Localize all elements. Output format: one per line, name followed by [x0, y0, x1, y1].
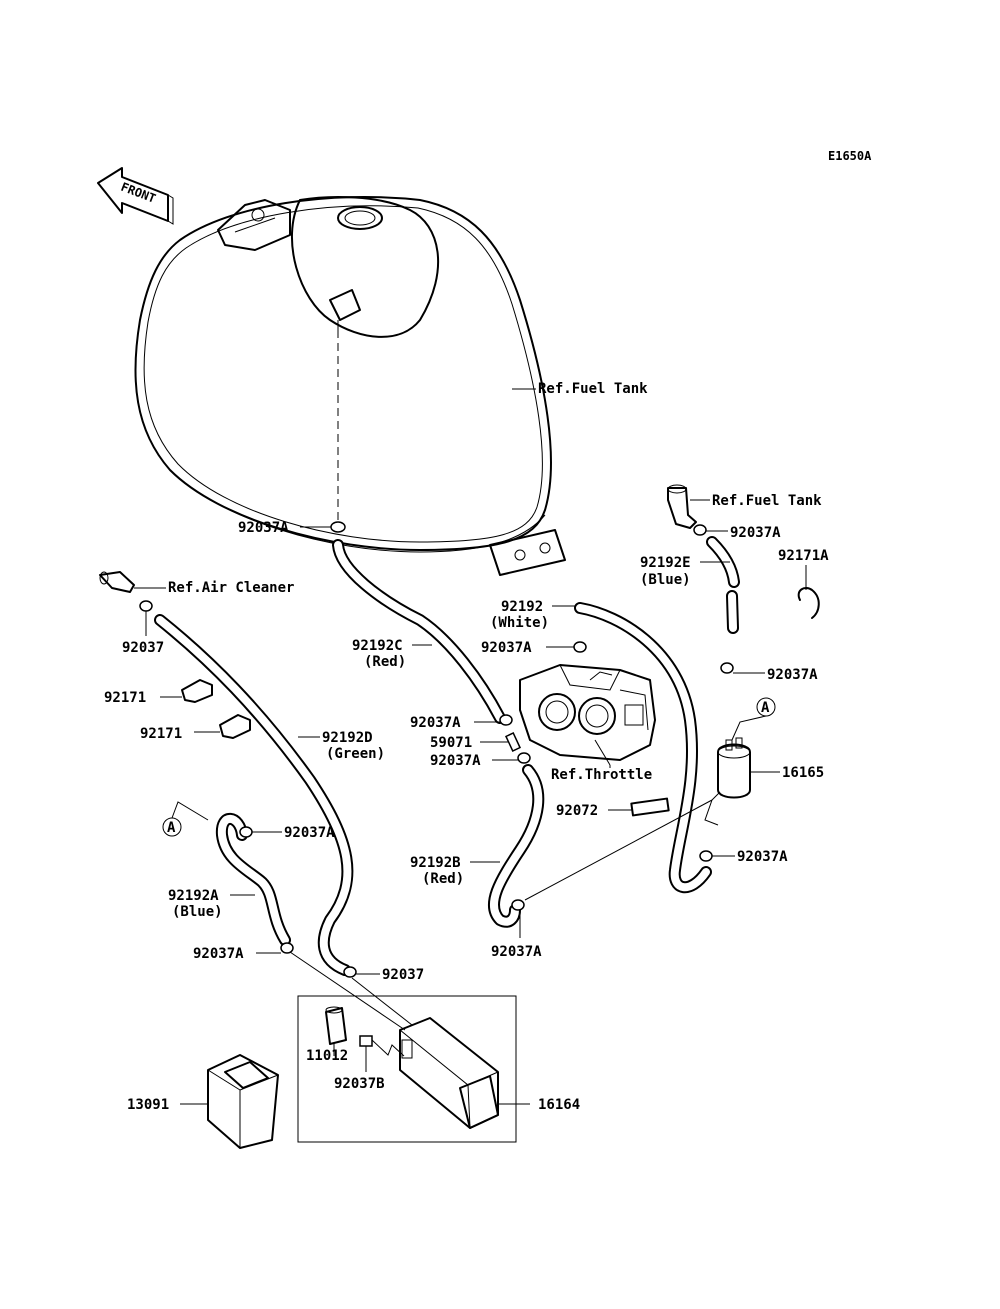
- strap-92072: [630, 797, 670, 817]
- label-13091: 13091: [127, 1097, 169, 1113]
- clamp-92037-2: [343, 966, 357, 978]
- clamp-92037A-4: [573, 641, 587, 653]
- label-92037A-8: 92037A: [737, 849, 788, 865]
- canister-group-box: [297, 995, 517, 1143]
- clamp-92037A-10: [280, 942, 294, 954]
- label-92037-2: 92037: [382, 967, 424, 983]
- label-92037B: 92037B: [334, 1076, 385, 1092]
- label-92037A-7: 92037A: [491, 944, 542, 960]
- label-16165: 16165: [782, 765, 824, 781]
- air-cleaner-fitting: [99, 571, 135, 593]
- clip-92171-1: [181, 679, 213, 703]
- label-92192-color: (White): [490, 615, 549, 631]
- label-92037A-1: 92037A: [238, 520, 289, 536]
- label-92171A: 92171A: [778, 548, 829, 564]
- label-92192B-color: (Red): [422, 871, 464, 887]
- ref-throttle: Ref.Throttle: [551, 767, 652, 783]
- canister-16164: [399, 1017, 499, 1129]
- label-16164: 16164: [538, 1097, 580, 1113]
- clamp-92037A-5: [499, 714, 513, 726]
- diagram-code: E1650A: [828, 149, 872, 163]
- label-92037A-5: 92037A: [410, 715, 461, 731]
- clamp-92037A-7: [511, 899, 525, 911]
- label-92037A-10: 92037A: [193, 946, 244, 962]
- front-arrow-icon: FRONT: [97, 167, 174, 225]
- separator-16165: [711, 737, 751, 801]
- label-92037A-3: 92037A: [767, 667, 818, 683]
- cap-11012: [325, 1006, 347, 1045]
- label-92192E-color: (Blue): [640, 572, 691, 588]
- clamp-92037A-9: [239, 826, 253, 838]
- clamp-92037A-3: [720, 662, 734, 674]
- label-92192A-color: (Blue): [172, 904, 223, 920]
- ref-fuel-tank-side: Ref.Fuel Tank: [712, 493, 822, 509]
- clamp-92037A-6: [517, 752, 531, 764]
- clamp-92037A-2: [693, 524, 707, 536]
- throttle-body: [519, 664, 656, 766]
- label-92192B: 92192B: [410, 855, 461, 871]
- label-92037A-2: 92037A: [730, 525, 781, 541]
- label-92192D-color: (Green): [326, 746, 385, 762]
- svg-text:A: A: [761, 700, 770, 716]
- label-92037: 92037: [122, 640, 164, 656]
- clamp-92037B: [359, 1035, 373, 1047]
- label-92072: 92072: [556, 803, 598, 819]
- label-92171-2: 92171: [140, 726, 182, 742]
- clamp-92037A-1: [330, 521, 346, 533]
- label-92192C: 92192C: [352, 638, 403, 654]
- fuel-tank-valve: [667, 484, 697, 529]
- ref-air-cleaner: Ref.Air Cleaner: [168, 580, 294, 596]
- clamp-92037A-8: [699, 850, 713, 862]
- label-92192D: 92192D: [322, 730, 373, 746]
- clip-92171-2: [219, 714, 251, 739]
- label-59071: 59071: [430, 735, 472, 751]
- label-92171-1: 92171: [104, 690, 146, 706]
- fuel-tank: [134, 195, 566, 576]
- label-11012: 11012: [306, 1048, 348, 1064]
- clip-92171A: [797, 587, 820, 619]
- ref-fuel-tank-main: Ref.Fuel Tank: [538, 381, 648, 397]
- joint-59071: [504, 732, 522, 752]
- cover-13091: [207, 1054, 279, 1149]
- svg-text:A: A: [167, 820, 176, 836]
- clamp-92037: [139, 600, 153, 612]
- label-92037A-6: 92037A: [430, 753, 481, 769]
- label-92037A-4: 92037A: [481, 640, 532, 656]
- label-92192: 92192: [501, 599, 543, 615]
- label-92192A: 92192A: [168, 888, 219, 904]
- label-92192E: 92192E: [640, 555, 691, 571]
- label-92037A-9: 92037A: [284, 825, 335, 841]
- label-92192C-color: (Red): [364, 654, 406, 670]
